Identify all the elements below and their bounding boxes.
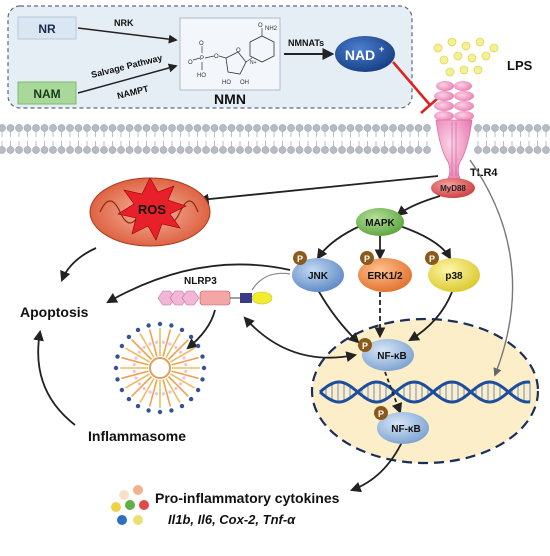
erk-label: ERK1/2 xyxy=(367,271,402,282)
nam-label: NAM xyxy=(33,87,60,101)
nmn-molecule: O P O HO O O HO OH N+ O NH2 xyxy=(179,17,281,91)
nmnats-label: NMNATs xyxy=(288,38,324,48)
nucleus xyxy=(310,317,540,465)
tlr4-label: TLR4 xyxy=(470,167,498,179)
lps-particles xyxy=(433,37,499,77)
ros-starburst xyxy=(117,177,187,241)
inflammasome-label: Inflammasome xyxy=(88,428,186,444)
nad-inhibits-tlr4 xyxy=(392,61,438,114)
tlr4-receptor xyxy=(434,81,474,181)
lps-label: LPS xyxy=(507,58,533,73)
nfkb-phospho-upper: P xyxy=(358,338,372,352)
myd88-label: MyD88 xyxy=(440,184,466,193)
svg-text:NH2: NH2 xyxy=(265,26,278,32)
cytokines-genes: Il1b, Il6, Cox-2, Tnf-α xyxy=(168,512,296,527)
svg-text:O: O xyxy=(199,41,204,47)
nam-to-nmn-arrow xyxy=(77,63,178,94)
erk-phospho-label: P xyxy=(364,254,370,264)
jnk-phospho-label: P xyxy=(297,254,303,264)
svg-text:O: O xyxy=(214,54,219,60)
nlrp3-label: NLRP3 xyxy=(184,276,217,287)
apoptosis-label: Apoptosis xyxy=(20,304,89,320)
nr-label: NR xyxy=(38,22,56,36)
mapk-node: MAPK xyxy=(356,208,404,236)
svg-text:OH: OH xyxy=(240,80,249,86)
svg-text:P: P xyxy=(200,56,204,62)
nam-box: NAM xyxy=(17,81,77,105)
myd88-node: MyD88 xyxy=(431,178,475,198)
nfkb-phospho-upper-label: P xyxy=(362,341,368,351)
pathway-arrows xyxy=(33,175,453,493)
nlrp3-protein xyxy=(157,290,273,306)
erk-node: ERK1/2 xyxy=(358,258,412,292)
mitochondrion: ROS xyxy=(89,177,211,247)
nfkb-node-lower: NF-κB xyxy=(377,412,429,444)
mapk-label: MAPK xyxy=(365,218,395,229)
jnk-to-nlrp3-arrow xyxy=(251,272,291,291)
dna-helix xyxy=(319,380,531,404)
p38-phospho-label: P xyxy=(429,254,435,264)
ros-label: ROS xyxy=(138,202,167,217)
nad-label: NAD xyxy=(345,47,375,63)
nad-node: NAD + xyxy=(335,36,395,72)
jnk-node: JNK xyxy=(292,258,344,292)
svg-text:O: O xyxy=(258,23,263,29)
p38-phospho: P xyxy=(425,251,439,265)
nr-to-nmn-arrow xyxy=(77,27,178,44)
p38-node: p38 xyxy=(428,258,480,292)
nfkb-phospho-lower-label: P xyxy=(378,409,384,419)
jnk-label: JNK xyxy=(308,271,329,282)
nfkb-label-lower: NF-κB xyxy=(391,424,420,435)
cytokine-dots xyxy=(111,485,149,525)
nad-superscript: + xyxy=(379,44,384,54)
inflammasome-structure xyxy=(113,321,207,415)
svg-text:HO: HO xyxy=(222,80,231,86)
erk-phospho: P xyxy=(360,251,374,265)
svg-text:N+: N+ xyxy=(250,60,257,66)
nfkb-label-upper: NF-κB xyxy=(377,351,406,362)
svg-text:O: O xyxy=(188,60,193,66)
svg-text:HO: HO xyxy=(197,73,206,79)
cytokines-title: Pro-inflammatory cytokines xyxy=(155,490,340,506)
cell-membrane xyxy=(0,124,550,154)
p38-label: p38 xyxy=(445,271,463,282)
nr-box: NR xyxy=(17,16,77,40)
nmn-label: NMN xyxy=(214,91,246,107)
jnk-phospho: P xyxy=(293,251,307,265)
nrk-label: NRK xyxy=(114,18,134,28)
nfkb-node-upper: NF-κB xyxy=(362,339,414,371)
nfkb-phospho-lower: P xyxy=(374,406,388,420)
svg-text:O: O xyxy=(236,48,241,54)
tlr4-to-nucleus-arrow xyxy=(469,159,514,377)
